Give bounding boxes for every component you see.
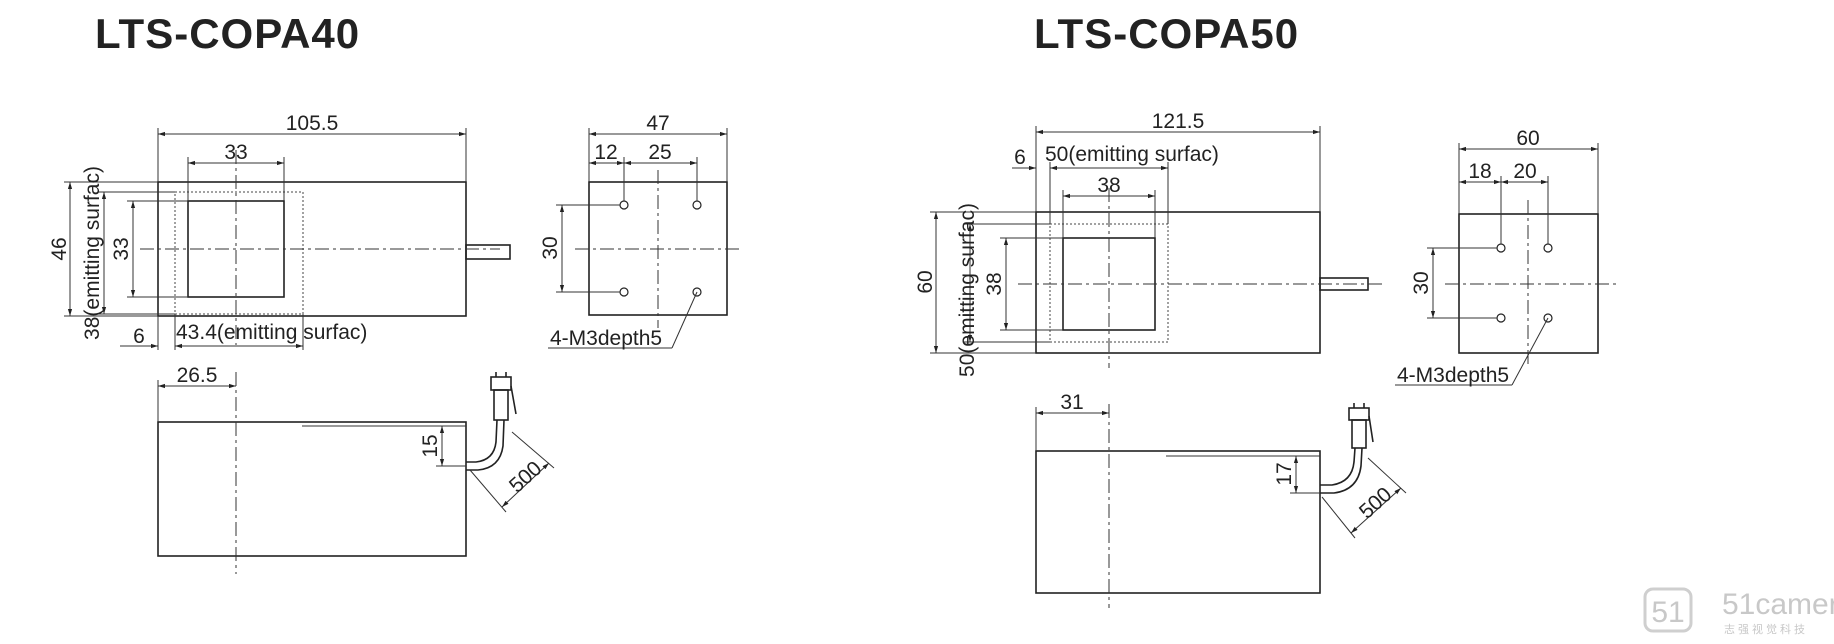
dimension-label: 31 <box>1060 391 1083 414</box>
dimension-label: 30 <box>1410 271 1433 294</box>
dimension-label: 6 <box>133 325 145 348</box>
dimension-label: 105.5 <box>286 112 339 135</box>
dimension-label: 50(emitting surfac) <box>956 203 979 377</box>
connector <box>493 389 509 421</box>
thread-callout: 4-M3depth5 <box>1397 364 1509 387</box>
logo-mark-frame <box>1643 587 1693 633</box>
dimension-label: 33 <box>110 237 133 260</box>
dimension-label: 43.4(emitting surfac) <box>176 321 367 344</box>
brand-name: 51camera <box>1722 588 1834 621</box>
cable <box>466 419 505 471</box>
front-view: 121.5 6 50(emitting surfac) 38 60 50(emi… <box>914 110 1385 377</box>
dimension-label: 17 <box>1273 462 1296 485</box>
end-view: 60 18 20 30 4-M3depth5 <box>1395 127 1620 387</box>
connector <box>1351 419 1367 449</box>
dimension-label: 46 <box>48 237 71 260</box>
cable <box>1320 447 1363 494</box>
mounting-hole <box>1496 243 1506 253</box>
end-view: 47 12 25 30 4-M3depth5 <box>539 112 740 350</box>
dimension-label: 38 <box>1097 174 1120 197</box>
dimension-label: 500 <box>1355 483 1396 524</box>
dimension-label: 30 <box>539 236 562 259</box>
side-body-outline <box>1035 450 1321 594</box>
dimension-label: 33 <box>224 141 247 164</box>
mounting-hole <box>619 200 629 210</box>
housing-outline <box>1035 211 1321 354</box>
dimension-label: 500 <box>505 457 546 498</box>
dimension-label: 18 <box>1468 160 1491 183</box>
model-title: LTS-COPA50 <box>1034 10 1299 57</box>
dimension-label: 60 <box>914 270 937 293</box>
dimension-label: 6 <box>1014 146 1026 169</box>
side-view: 26.5 15 500 <box>157 364 555 574</box>
dimension-label: 47 <box>646 112 669 135</box>
brand-tagline: 志强视觉科技 <box>1724 622 1808 636</box>
dimension-label: 60 <box>1516 127 1539 150</box>
dimension-label: 121.5 <box>1152 110 1205 133</box>
side-body-outline <box>157 421 467 557</box>
emitting-surface-outline <box>1049 223 1169 343</box>
mounting-hole <box>1543 243 1553 253</box>
logo-mark: 51 <box>1651 596 1684 629</box>
emitting-surface-outline <box>174 191 304 315</box>
watermark-logo: 51 51camera 志强视觉科技 <box>1643 587 1834 636</box>
dimension-label: 38 <box>983 272 1006 295</box>
dimension-label: 15 <box>419 434 442 457</box>
dimension-label: 50(emitting surfac) <box>1045 143 1219 166</box>
model-copa40: LTS-COPA40 105.5 33 46 <box>48 10 740 574</box>
thread-callout: 4-M3depth5 <box>550 327 662 350</box>
dimension-label: 26.5 <box>177 364 218 387</box>
model-title: LTS-COPA40 <box>95 10 360 57</box>
dimension-label: 25 <box>648 141 671 164</box>
dimension-label: 38(emitting surfac) <box>81 166 104 340</box>
model-copa50: LTS-COPA50 121.5 6 50(emitting surfac) <box>914 10 1620 608</box>
mounting-hole <box>1496 313 1506 323</box>
dimension-label: 12 <box>594 141 617 164</box>
mounting-hole <box>619 287 629 297</box>
cable-stub <box>465 244 511 260</box>
dimension-label: 20 <box>1513 160 1536 183</box>
front-view: 105.5 33 46 38(emitting surfac) 33 <box>48 112 511 350</box>
mounting-hole <box>692 200 702 210</box>
side-view: 31 17 500 <box>1035 391 1407 608</box>
